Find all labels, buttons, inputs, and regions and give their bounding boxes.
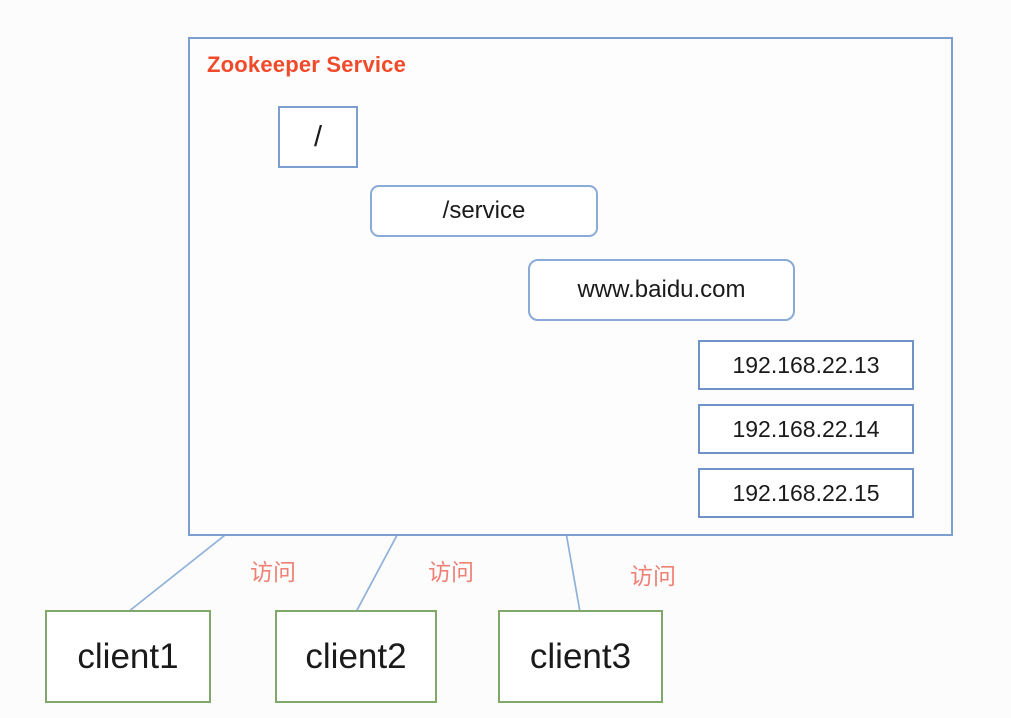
- znode-ip-label: 192.168.22.13: [732, 351, 880, 378]
- znode-ip-label: 192.168.22.14: [732, 415, 880, 442]
- znode-domain-label: www.baidu.com: [577, 276, 746, 303]
- access-annotation: 访问: [250, 560, 296, 586]
- zookeeper-service-title: Zookeeper Service: [207, 52, 407, 77]
- znode-ip-address[interactable]: 192.168.22.15: [698, 468, 914, 518]
- client-box[interactable]: client1: [45, 610, 211, 703]
- client-label: client1: [77, 636, 179, 676]
- znode-root[interactable]: /: [278, 106, 358, 168]
- client-box[interactable]: client2: [275, 610, 437, 703]
- znode-domain[interactable]: www.baidu.com: [528, 259, 795, 321]
- client-label: client3: [529, 636, 632, 676]
- client-label: client2: [305, 636, 407, 676]
- access-annotation: 访问: [428, 560, 474, 586]
- znode-root-label: /: [313, 120, 323, 153]
- client-box[interactable]: client3: [498, 610, 663, 703]
- znode-service-label: /service: [442, 197, 526, 224]
- znode-ip-label: 192.168.22.15: [732, 479, 880, 506]
- znode-service[interactable]: /service: [370, 185, 598, 237]
- znode-ip-address[interactable]: 192.168.22.14: [698, 404, 914, 454]
- znode-ip-address[interactable]: 192.168.22.13: [698, 340, 914, 390]
- access-annotation: 访问: [630, 564, 676, 590]
